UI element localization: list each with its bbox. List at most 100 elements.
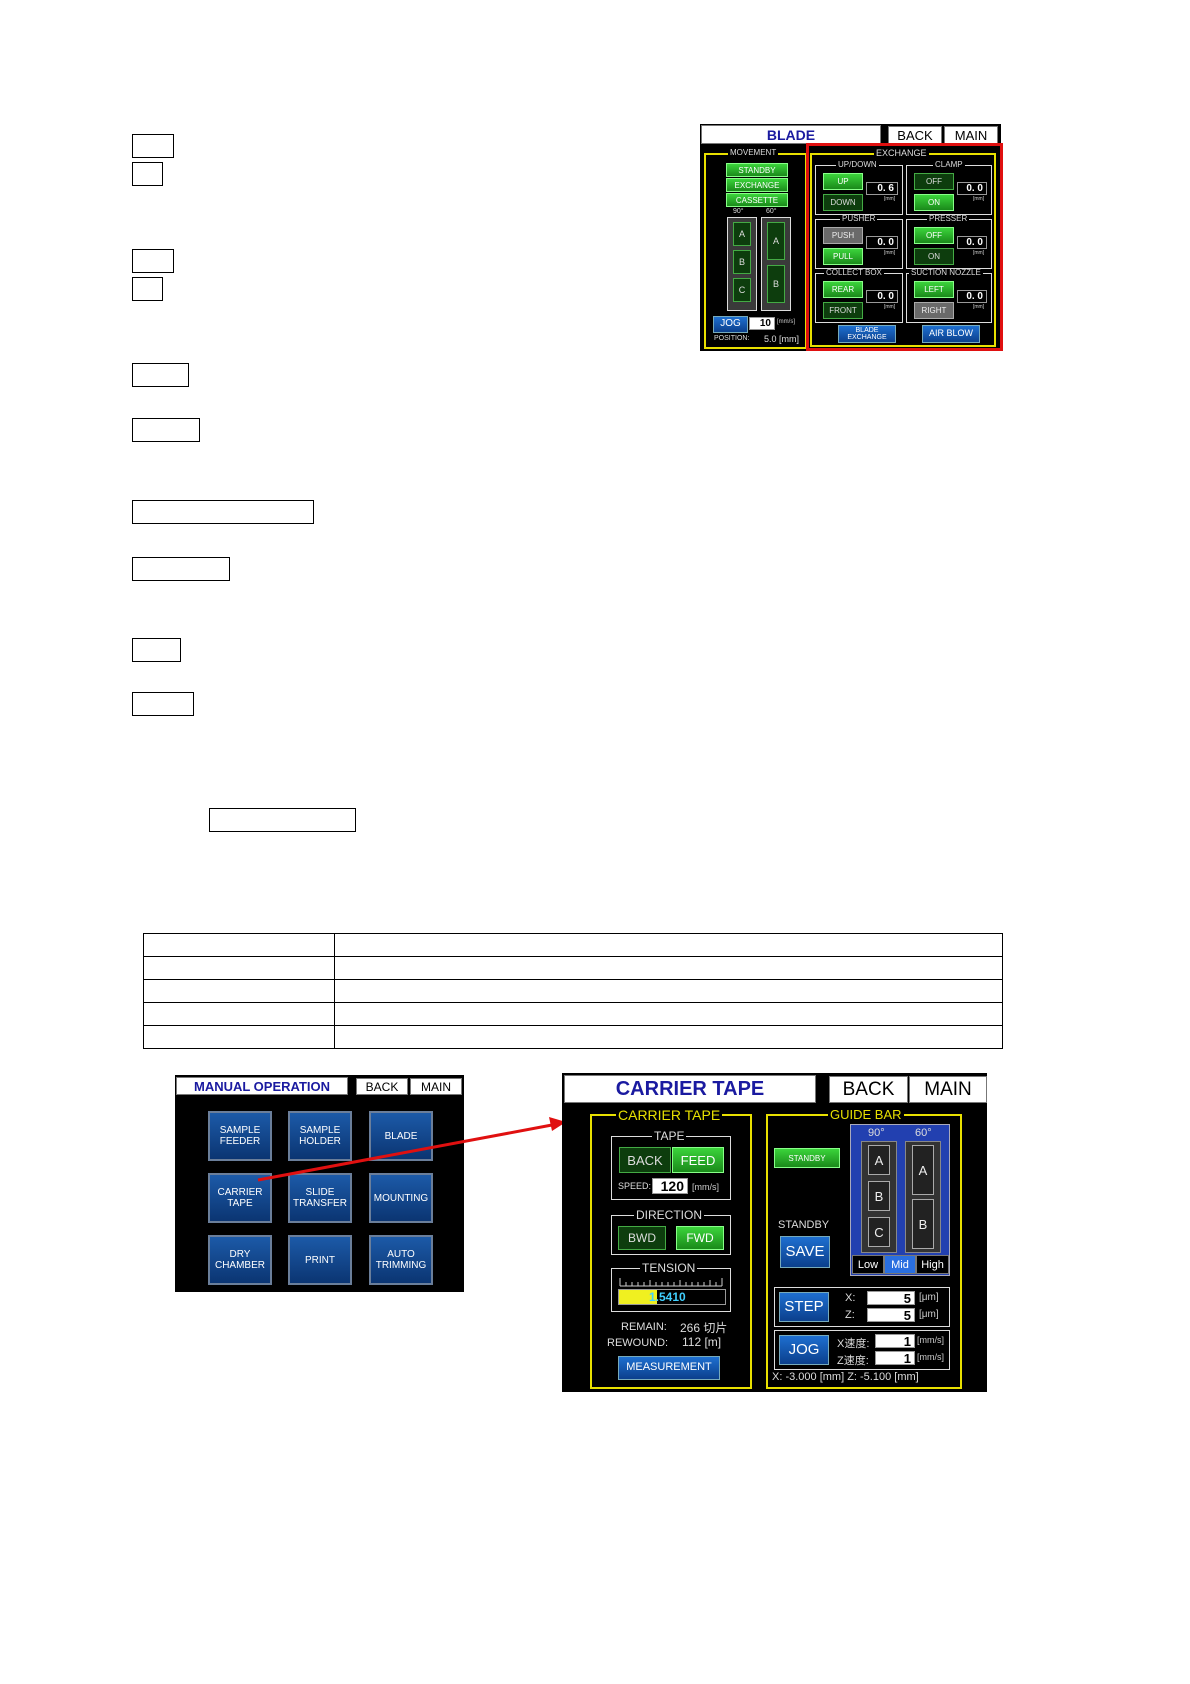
down-button[interactable]: DOWN — [823, 194, 863, 211]
step-button[interactable]: STEP — [779, 1292, 829, 1322]
sample-holder-button[interactable]: SAMPLE HOLDER — [288, 1111, 352, 1161]
main-button[interactable]: MAIN — [410, 1078, 462, 1095]
guide-standby-button[interactable]: STANDBY — [774, 1148, 840, 1168]
direction-group: DIRECTION BWD FWD — [611, 1209, 731, 1255]
step-z-label: Z: — [845, 1309, 855, 1321]
guide-col60-label: 60° — [915, 1127, 932, 1139]
presser-on-button[interactable]: ON — [914, 248, 954, 265]
carrier-tape-screen: CARRIER TAPE BACK MAIN CARRIER TAPE TAPE… — [562, 1073, 987, 1392]
air-blow-button[interactable]: AIR BLOW — [922, 325, 980, 343]
blade-exchange-button[interactable]: BLADE EXCHANGE — [838, 325, 896, 343]
back-button[interactable]: BACK — [888, 126, 942, 144]
auto-trimming-button[interactable]: AUTO TRIMMING — [369, 1235, 433, 1285]
cassette-button[interactable]: CASSETTE — [726, 193, 788, 207]
blade-90-b-button[interactable]: B — [733, 250, 751, 274]
updown-value: 0. 6 — [866, 182, 898, 195]
guide-bar-group: GUIDE BAR STANDBY 90° 60° A B C A B Low … — [766, 1108, 962, 1389]
up-button[interactable]: UP — [823, 173, 863, 190]
blank-box-10 — [132, 692, 194, 716]
speed-low-button[interactable]: Low — [852, 1255, 884, 1274]
push-button[interactable]: PUSH — [823, 227, 863, 244]
blank-box-3 — [132, 249, 174, 273]
jog-x-value[interactable]: 1 — [875, 1334, 915, 1349]
z-speed-label: Z速度: — [837, 1355, 869, 1367]
manual-operation-title: MANUAL OPERATION — [176, 1077, 348, 1095]
exchange-button[interactable]: EXCHANGE — [726, 178, 788, 192]
step-x-label: X: — [845, 1292, 856, 1304]
blade-90-a-button[interactable]: A — [733, 222, 751, 246]
fwd-button[interactable]: FWD — [676, 1226, 724, 1250]
clamp-off-button[interactable]: OFF — [914, 173, 954, 190]
jog-z-value[interactable]: 1 — [875, 1351, 915, 1366]
pull-button[interactable]: PULL — [823, 248, 863, 265]
presser-off-button[interactable]: OFF — [914, 227, 954, 244]
jog-button[interactable]: JOG — [713, 316, 748, 333]
speed-high-button[interactable]: High — [916, 1255, 949, 1274]
guide-col90-label: 90° — [868, 1127, 885, 1139]
sample-feeder-button[interactable]: SAMPLE FEEDER — [208, 1111, 272, 1161]
blank-box-9 — [132, 638, 181, 662]
guide-60-b-button[interactable]: B — [912, 1199, 934, 1249]
main-button[interactable]: MAIN — [909, 1076, 987, 1103]
back-button[interactable]: BACK — [356, 1078, 408, 1095]
clamp-value: 0. 0 — [957, 182, 987, 195]
dry-chamber-button[interactable]: DRY CHAMBER — [208, 1235, 272, 1285]
save-button[interactable]: SAVE — [780, 1236, 830, 1268]
print-button[interactable]: PRINT — [288, 1235, 352, 1285]
blank-box-1 — [132, 134, 174, 158]
guide-90-c-button[interactable]: C — [868, 1217, 890, 1247]
presser-value: 0. 0 — [957, 236, 987, 249]
blade-90-c-button[interactable]: C — [733, 278, 751, 302]
left-button[interactable]: LEFT — [914, 281, 954, 298]
presser-unit: [mm] — [973, 250, 985, 256]
front-button[interactable]: FRONT — [823, 302, 863, 319]
position-status: X: -3.000 [mm] Z: -5.100 [mm] — [772, 1371, 919, 1383]
guide-90-b-button[interactable]: B — [868, 1181, 890, 1211]
blade-60-b-button[interactable]: B — [767, 265, 785, 303]
main-button[interactable]: MAIN — [944, 126, 998, 144]
slide-transfer-button[interactable]: SLIDE TRANSFER — [288, 1173, 352, 1223]
tape-feed-button[interactable]: FEED — [672, 1147, 724, 1173]
col90-label: 90° — [733, 208, 744, 215]
standby-button[interactable]: STANDBY — [726, 163, 788, 177]
tension-bar-fill — [619, 1290, 657, 1304]
pusher-legend: PUSHER — [840, 214, 878, 223]
step-z-value[interactable]: 5 — [867, 1308, 915, 1323]
jog-button[interactable]: JOG — [779, 1335, 829, 1365]
tension-bar: 1.5410 — [618, 1289, 726, 1305]
clamp-on-button[interactable]: ON — [914, 194, 954, 211]
speed-value[interactable]: 120 — [652, 1178, 688, 1194]
tape-back-button[interactable]: BACK — [619, 1147, 671, 1173]
tension-legend: TENSION — [640, 1261, 698, 1275]
guide-90-a-button[interactable]: A — [868, 1145, 890, 1175]
back-button[interactable]: BACK — [829, 1076, 908, 1103]
carrier-tape-button[interactable]: CARRIER TAPE — [208, 1173, 272, 1223]
suction-unit: [mm] — [973, 304, 985, 310]
jog-speed-value[interactable]: 10 — [749, 317, 775, 330]
measurement-button[interactable]: MEASUREMENT — [618, 1356, 720, 1380]
step-x-unit: [μm] — [919, 1292, 939, 1303]
blank-box-2 — [132, 162, 163, 186]
clamp-legend: CLAMP — [933, 160, 965, 169]
step-z-unit: [μm] — [919, 1309, 939, 1320]
rewound-value: 112 [m] — [682, 1335, 722, 1349]
suction-nozzle-legend: SUCTION NOZZLE — [909, 268, 983, 277]
blade-60-a-button[interactable]: A — [767, 222, 785, 260]
bwd-button[interactable]: BWD — [618, 1226, 666, 1250]
rewound-label: REWOUND: — [607, 1337, 669, 1349]
guide-60-a-button[interactable]: A — [912, 1145, 934, 1195]
speed-mid-button[interactable]: Mid — [884, 1255, 916, 1274]
exchange-group: EXCHANGE UP/DOWN UP DOWN 0. 6 [mm] CLAMP… — [810, 149, 996, 347]
position-label: POSITION: — [714, 335, 750, 342]
right-button[interactable]: RIGHT — [914, 302, 954, 319]
jog-unit: [mm/s] — [777, 319, 795, 325]
rear-button[interactable]: REAR — [823, 281, 863, 298]
movement-group: MOVEMENT STANDBY EXCHANGE CASSETTE 90° 6… — [704, 149, 807, 349]
tension-scale-icon — [619, 1278, 723, 1287]
blade-screen: BLADE BACK MAIN MOVEMENT STANDBY EXCHANG… — [700, 124, 1003, 351]
remain-value: 266 切片 — [680, 1321, 728, 1335]
step-x-value[interactable]: 5 — [867, 1291, 915, 1306]
pusher-unit: [mm] — [884, 250, 896, 256]
pusher-value: 0. 0 — [866, 236, 898, 249]
mounting-button[interactable]: MOUNTING — [369, 1173, 433, 1223]
